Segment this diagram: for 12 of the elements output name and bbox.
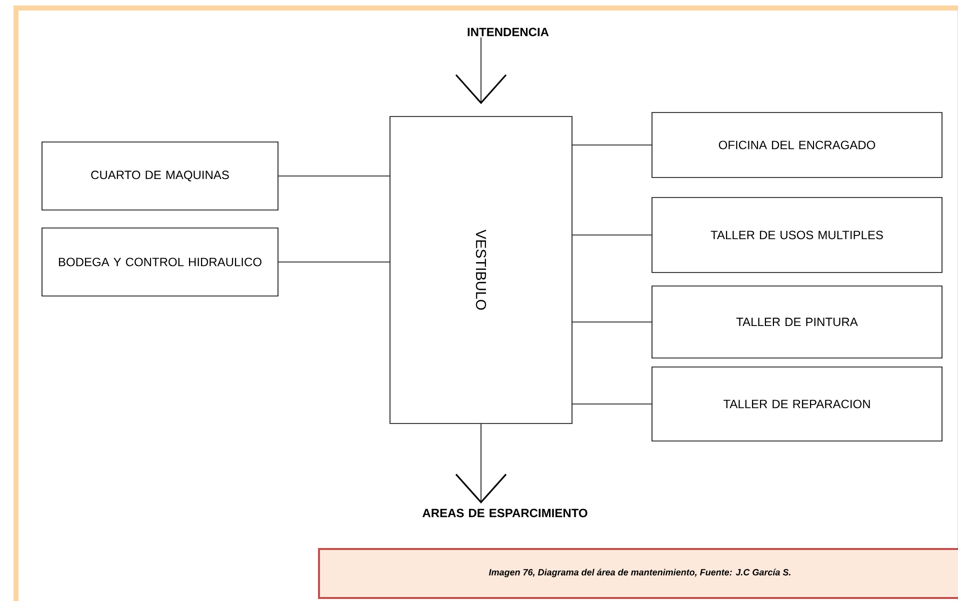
area-label: INTENDENCIA xyxy=(468,28,549,36)
room-box: TALLER DE USOS MULTIPLES xyxy=(652,197,942,273)
room-box: BODEGA Y CONTROL HIDRAULICO xyxy=(42,228,278,296)
room-box: CUARTO DE MAQUINAS xyxy=(42,142,278,210)
room-box: TALLER DE PINTURA xyxy=(652,286,942,358)
connector-line xyxy=(572,234,652,236)
caption-box: Imagen 76, Diagrama del área de mantenimiento, Fuente: J.C García S. xyxy=(318,548,958,599)
hall-box: VESTIBULO xyxy=(390,116,572,424)
connector-line xyxy=(572,144,652,146)
room-box: TALLER DE REPARACION xyxy=(652,366,942,442)
room-box: OFICINA DEL ENCRAGADO xyxy=(652,112,942,178)
area-label: AREAS DE ESPARCIMIENTO xyxy=(422,508,588,518)
